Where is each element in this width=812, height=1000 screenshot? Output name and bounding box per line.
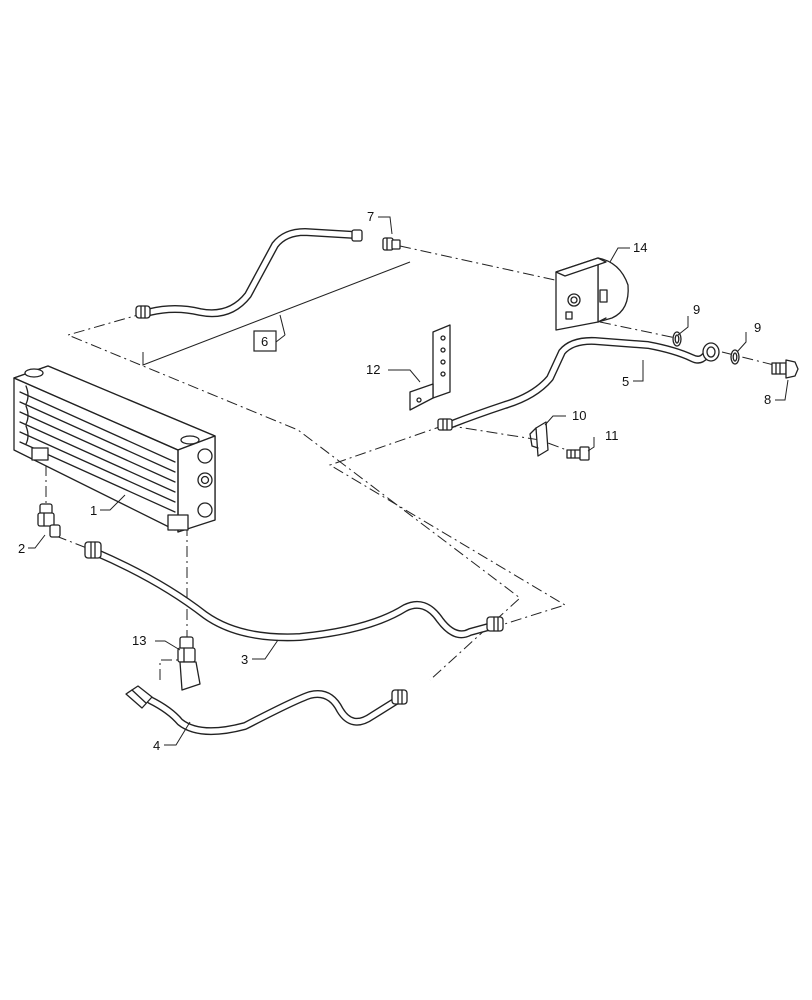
callout-6: 6 — [261, 334, 268, 349]
callout-7: 7 — [367, 209, 374, 224]
hose-3[interactable] — [84, 541, 504, 642]
callout-14: 14 — [633, 240, 647, 255]
callout-13: 13 — [132, 633, 146, 648]
callout-6-box — [253, 330, 277, 352]
callout-10: 10 — [572, 408, 586, 423]
bracket-12[interactable] — [409, 324, 451, 411]
callout-8: 8 — [764, 392, 771, 407]
callout-1: 1 — [90, 503, 97, 518]
bolt-11[interactable] — [566, 446, 590, 461]
callout-11: 11 — [605, 428, 619, 443]
elbow-fitting-2[interactable] — [37, 503, 61, 538]
callout-12: 12 — [366, 362, 380, 377]
callout-3: 3 — [241, 652, 248, 667]
callout-2: 2 — [18, 541, 25, 556]
callout-6-leader — [142, 261, 411, 366]
valve-14[interactable] — [555, 257, 629, 331]
oil-cooler-1[interactable] — [13, 365, 216, 533]
hose-4[interactable] — [125, 685, 408, 736]
callout-9b: 9 — [754, 320, 761, 335]
o-ring-9a[interactable] — [672, 331, 682, 347]
callout-9a: 9 — [693, 302, 700, 317]
elbow-fitting-13[interactable] — [177, 636, 201, 691]
callout-labels: 1 2 3 4 5 6 7 8 9 9 10 11 12 13 14 — [18, 209, 771, 753]
o-ring-9b[interactable] — [730, 349, 740, 365]
callout-4: 4 — [153, 738, 160, 753]
clip-10[interactable] — [529, 421, 549, 457]
tube-5[interactable] — [437, 336, 720, 431]
callout-leaders — [28, 216, 789, 746]
callout-5: 5 — [622, 374, 629, 389]
tube-6[interactable] — [135, 228, 363, 319]
fitting-7[interactable] — [382, 237, 401, 251]
bolt-8[interactable] — [771, 359, 799, 379]
